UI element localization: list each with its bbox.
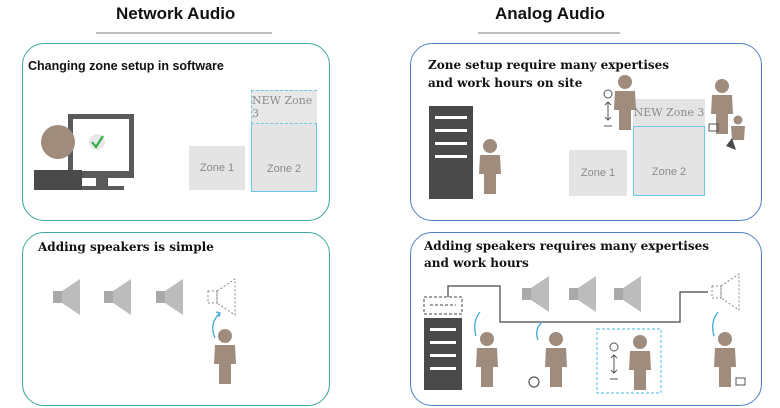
cable-reel-icon bbox=[528, 376, 540, 388]
analog-person-icon-1 bbox=[476, 332, 498, 387]
analog-new-speaker-icon bbox=[711, 273, 740, 311]
analog-technician-icon bbox=[479, 139, 501, 194]
analog-heading-rule bbox=[478, 32, 620, 34]
analog-zone-2: Zone 2 bbox=[633, 126, 705, 196]
network-zone-1: Zone 1 bbox=[189, 146, 245, 190]
network-zone-2-label: Zone 2 bbox=[266, 162, 302, 175]
network-speaker-title: Adding speakers is simple bbox=[38, 240, 214, 254]
expert-box bbox=[596, 328, 662, 394]
analog-bag-icon bbox=[735, 377, 746, 386]
analog-speaker-panel bbox=[410, 232, 762, 406]
speaker-icon-3 bbox=[156, 279, 183, 315]
analog-zone-2-label: Zone 2 bbox=[651, 166, 687, 178]
analog-zone-title-line1: Zone setup require many expertises bbox=[428, 58, 670, 72]
analog-zone-3: NEW Zone 3 bbox=[633, 99, 705, 126]
network-speaker-panel bbox=[22, 232, 330, 406]
analog-zone-1: Zone 1 bbox=[569, 150, 627, 196]
small-person-icon bbox=[726, 115, 745, 150]
checkmark-icon bbox=[89, 134, 105, 150]
speaker-icon-2 bbox=[104, 279, 131, 315]
new-speaker-icon bbox=[207, 278, 236, 316]
analog-zone-title-line2: and work hours on site bbox=[428, 76, 583, 90]
computer-user-icon bbox=[34, 114, 134, 190]
rack-icon bbox=[429, 106, 473, 199]
network-heading-rule bbox=[96, 32, 272, 34]
analog-rack-icon bbox=[423, 296, 463, 390]
bag-icon bbox=[708, 123, 719, 132]
analog-speaker-title-line1: Adding speakers requires many expertises bbox=[424, 239, 709, 253]
analog-speaker-icon-2 bbox=[569, 276, 596, 312]
analog-tools-icon bbox=[609, 342, 619, 380]
analog-person-icon-3 bbox=[629, 335, 651, 390]
tools-icon bbox=[603, 89, 613, 127]
analog-cable bbox=[447, 285, 708, 323]
analog-person-icon-4 bbox=[714, 332, 736, 387]
analog-person-icon-2 bbox=[545, 332, 567, 387]
speaker-icon-1 bbox=[53, 279, 80, 315]
arrow-icon bbox=[212, 313, 220, 339]
network-zone-2: Zone 2 bbox=[251, 124, 317, 192]
network-zone-3: NEW Zone 3 bbox=[251, 90, 317, 124]
analog-speaker-title-line2: and work hours bbox=[424, 256, 529, 270]
analog-speaker-icon-3 bbox=[614, 276, 641, 312]
analog-speaker-icon-1 bbox=[522, 276, 549, 312]
network-person-icon bbox=[214, 329, 236, 384]
analog-audio-heading: Analog Audio bbox=[495, 4, 605, 23]
analog-engineer-icon bbox=[614, 75, 636, 130]
network-audio-heading: Network Audio bbox=[116, 4, 236, 23]
analog-installer-icon bbox=[711, 79, 733, 134]
network-zone-title: Changing zone setup in software bbox=[28, 59, 224, 73]
